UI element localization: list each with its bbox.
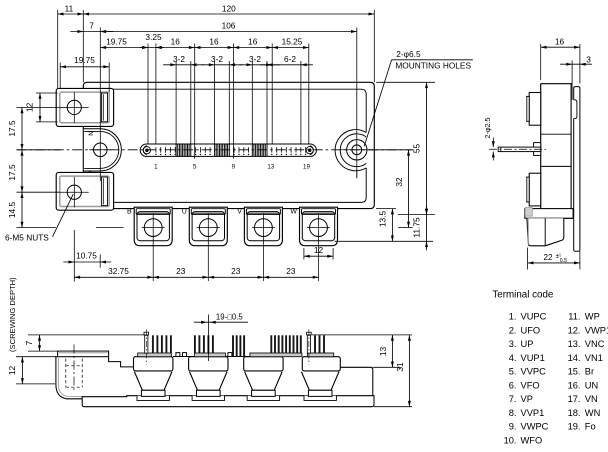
svg-text:1: 1 bbox=[154, 163, 158, 170]
svg-text:B: B bbox=[127, 208, 132, 215]
svg-text:16: 16 bbox=[555, 36, 565, 46]
svg-text:N: N bbox=[88, 131, 95, 136]
svg-text:19.75: 19.75 bbox=[106, 36, 127, 46]
svg-text:6.: 6. bbox=[509, 380, 517, 390]
svg-text:13.5: 13.5 bbox=[378, 211, 388, 228]
svg-text:8.: 8. bbox=[509, 408, 517, 418]
svg-text:120: 120 bbox=[222, 3, 236, 13]
svg-text:14.: 14. bbox=[568, 353, 581, 363]
svg-text:22: 22 bbox=[543, 252, 553, 262]
svg-text:55: 55 bbox=[412, 144, 422, 154]
svg-text:12: 12 bbox=[314, 245, 324, 255]
svg-text:15.: 15. bbox=[568, 367, 581, 377]
svg-text:3.25: 3.25 bbox=[145, 32, 162, 42]
svg-text:VN: VN bbox=[585, 394, 598, 404]
svg-text:19-□0.5: 19-□0.5 bbox=[216, 312, 243, 321]
svg-text:3-2: 3-2 bbox=[249, 54, 261, 64]
svg-text:10.75: 10.75 bbox=[76, 251, 97, 261]
svg-text:9.: 9. bbox=[509, 422, 517, 432]
svg-text:16: 16 bbox=[171, 36, 181, 46]
svg-text:1.: 1. bbox=[509, 312, 517, 322]
svg-text:Fo: Fo bbox=[585, 422, 596, 432]
svg-text:(SCREWING DEPTH): (SCREWING DEPTH) bbox=[8, 277, 17, 352]
svg-text:16.: 16. bbox=[568, 380, 581, 390]
svg-text:Terminal code: Terminal code bbox=[492, 290, 554, 301]
svg-text:WN: WN bbox=[585, 408, 601, 418]
svg-text:11: 11 bbox=[65, 3, 74, 13]
svg-text:VP: VP bbox=[521, 394, 533, 404]
svg-text:7: 7 bbox=[89, 20, 94, 30]
svg-text:VFO: VFO bbox=[521, 380, 540, 390]
svg-text:31: 31 bbox=[395, 362, 405, 372]
svg-text:12: 12 bbox=[7, 366, 17, 376]
svg-text:3-2: 3-2 bbox=[173, 54, 185, 64]
svg-text:3.: 3. bbox=[509, 339, 517, 349]
svg-text:UP: UP bbox=[521, 339, 534, 349]
svg-text:17.: 17. bbox=[568, 394, 581, 404]
svg-text:106: 106 bbox=[222, 21, 236, 31]
svg-text:0.5: 0.5 bbox=[560, 258, 567, 264]
svg-text:UFO: UFO bbox=[521, 325, 541, 335]
svg-text:Br: Br bbox=[585, 367, 594, 377]
svg-text:4.: 4. bbox=[509, 353, 517, 363]
svg-text:19: 19 bbox=[303, 163, 310, 170]
svg-text:9: 9 bbox=[232, 163, 236, 170]
svg-text:23: 23 bbox=[176, 266, 186, 276]
svg-text:3: 3 bbox=[586, 54, 591, 64]
svg-text:VVPC: VVPC bbox=[521, 367, 547, 377]
svg-text:32.75: 32.75 bbox=[108, 266, 129, 276]
svg-text:19.75: 19.75 bbox=[74, 55, 95, 65]
svg-text:3-2: 3-2 bbox=[211, 54, 223, 64]
svg-text:WFO: WFO bbox=[521, 436, 543, 446]
svg-text:13: 13 bbox=[267, 163, 274, 170]
svg-text:15.25: 15.25 bbox=[282, 36, 303, 46]
svg-text:2.: 2. bbox=[509, 325, 517, 335]
svg-text:32: 32 bbox=[394, 177, 404, 187]
svg-text:2-φ6.5: 2-φ6.5 bbox=[396, 49, 421, 59]
svg-text:VWPC: VWPC bbox=[521, 422, 549, 432]
svg-text:13: 13 bbox=[378, 347, 388, 357]
svg-text:VUP1: VUP1 bbox=[521, 353, 545, 363]
svg-text:17.5: 17.5 bbox=[7, 120, 17, 137]
svg-text:VN1: VN1 bbox=[585, 353, 603, 363]
svg-text:MOUNTING HOLES: MOUNTING HOLES bbox=[395, 61, 471, 71]
svg-text:2-φ2.5: 2-φ2.5 bbox=[483, 117, 492, 138]
svg-text:10.: 10. bbox=[504, 436, 517, 446]
svg-text:11.75: 11.75 bbox=[412, 217, 422, 238]
svg-text:6-M5 NUTS: 6-M5 NUTS bbox=[5, 232, 49, 242]
svg-text:23: 23 bbox=[231, 266, 241, 276]
svg-text:5: 5 bbox=[193, 163, 197, 170]
svg-text:12.: 12. bbox=[568, 325, 581, 335]
svg-text:16: 16 bbox=[209, 36, 219, 46]
svg-text:WP: WP bbox=[585, 312, 600, 322]
svg-text:VNC: VNC bbox=[585, 339, 605, 349]
svg-text:13.: 13. bbox=[568, 339, 581, 349]
svg-text:7: 7 bbox=[24, 340, 34, 345]
svg-text:19.: 19. bbox=[568, 422, 581, 432]
svg-text:23: 23 bbox=[286, 266, 296, 276]
svg-text:14.5: 14.5 bbox=[7, 202, 17, 219]
svg-text:U: U bbox=[182, 208, 187, 215]
svg-text:5.: 5. bbox=[509, 367, 517, 377]
svg-text:VVP1: VVP1 bbox=[521, 408, 545, 418]
svg-text:7.: 7. bbox=[509, 394, 517, 404]
svg-text:17.5: 17.5 bbox=[7, 164, 17, 181]
svg-text:11.: 11. bbox=[568, 312, 580, 322]
svg-text:W: W bbox=[290, 208, 297, 215]
svg-text:18.: 18. bbox=[568, 408, 581, 418]
svg-text:6-2: 6-2 bbox=[284, 54, 296, 64]
svg-text:VUPC: VUPC bbox=[521, 312, 547, 322]
svg-text:16: 16 bbox=[248, 36, 258, 46]
svg-text:UN: UN bbox=[585, 380, 598, 390]
svg-text:V: V bbox=[237, 208, 242, 215]
